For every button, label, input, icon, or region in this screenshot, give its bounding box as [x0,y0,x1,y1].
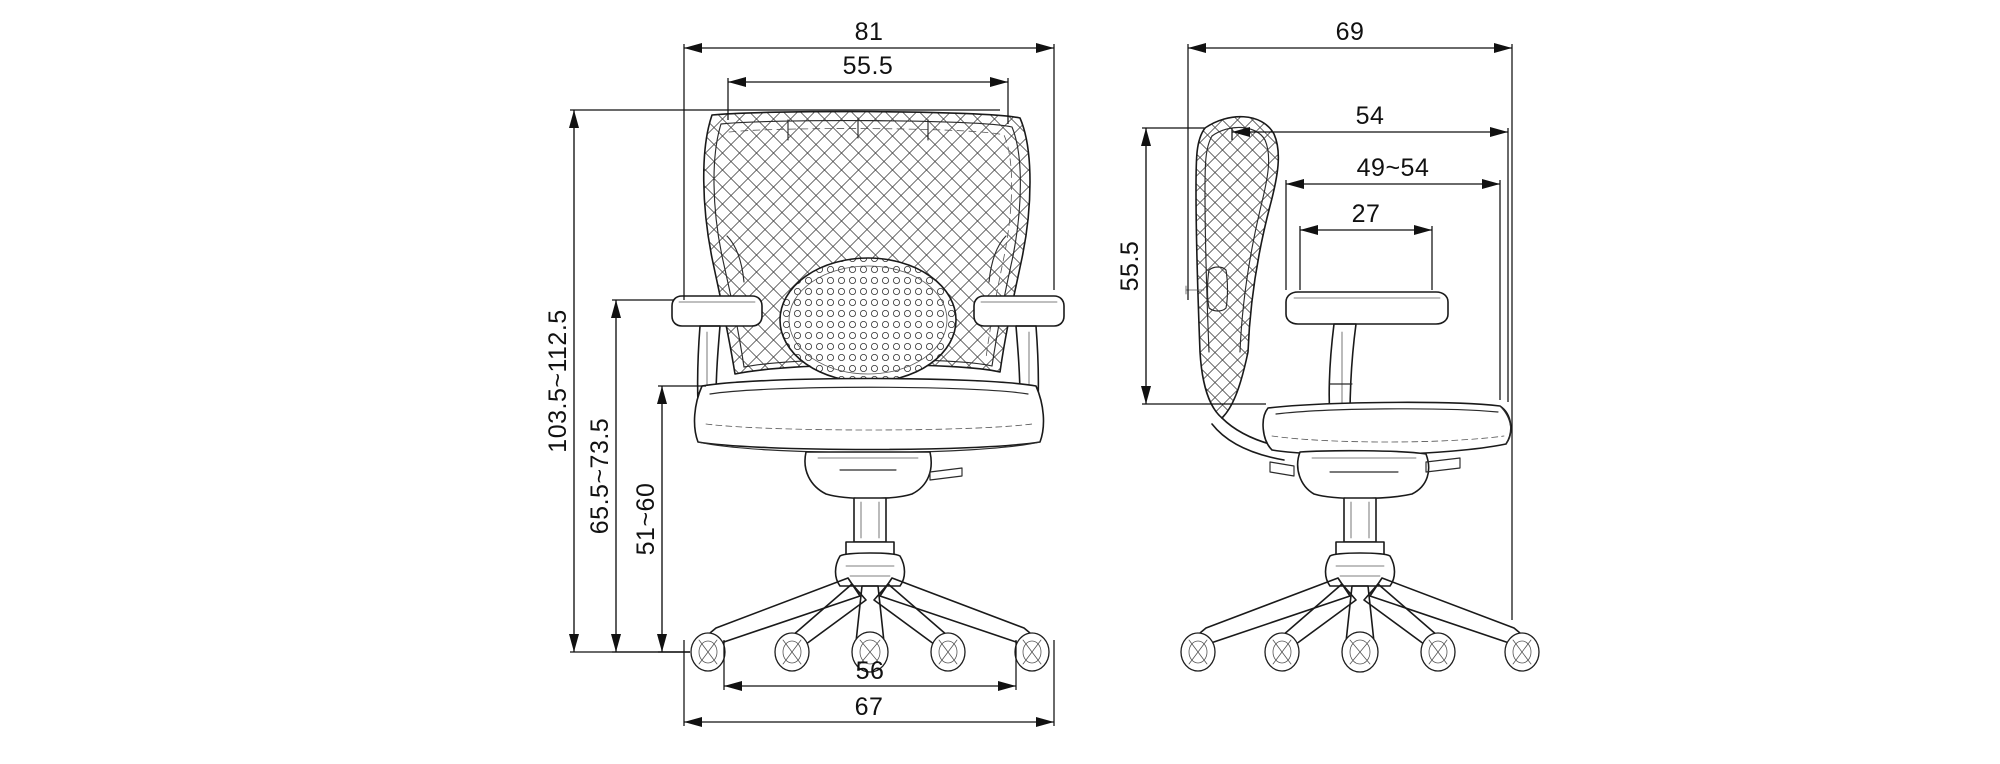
side-seat [1262,401,1512,456]
dimension-front-overall-width: 81 [683,18,1055,300]
dimension-label-backrest-width: 55.5 [843,52,894,80]
front-seat [693,377,1045,454]
side-mechanism-housing [1269,449,1461,500]
dimension-front-base-overall-width: 67 [683,640,1055,727]
side-castors [1180,631,1540,673]
castor [1420,632,1456,672]
castor [1180,632,1216,672]
castor [1504,632,1540,672]
dimension-label-overall-height: 103.5~112.5 [544,309,572,452]
dimension-label-base-overall-width: 67 [855,693,884,721]
dimension-front-base-hub-span: 56 [723,640,1017,691]
backrest-top-ticks [787,117,929,141]
dimension-label-backrest-height: 55.5 [1116,241,1144,292]
side-view [1180,115,1540,673]
side-armrest [1285,291,1449,459]
side-gas-cylinder [1335,497,1385,557]
front-armrest-left [671,295,763,439]
castor [851,631,889,673]
dimension-label-overall-depth: 69 [1336,18,1365,46]
castor [690,632,726,672]
dimension-front-armrest-height: 65.5~73.5 [586,299,690,653]
dimension-side-armrest-pad-length: 27 [1299,200,1433,290]
dimension-label-seat-back-depth: 54 [1356,102,1385,130]
front-lumbar-pad [779,257,957,383]
dimension-side-seat-depth-range: 49~54 [1285,154,1501,400]
front-gas-cylinder [845,497,895,557]
front-castors [690,631,1050,673]
dimension-front-seat-height: 51~60 [632,385,706,653]
dimension-side-backrest-height: 55.5 [1116,127,1266,405]
dimension-side-overall-depth: 69 [1187,18,1513,620]
castor [930,632,966,672]
dimension-label-armrest-height: 65.5~73.5 [586,418,614,534]
dimension-label-overall-width: 81 [855,18,884,46]
dimension-label-seat-height: 51~60 [632,483,660,556]
front-view [671,110,1065,673]
castor [774,632,810,672]
dimension-label-armrest-pad-length: 27 [1352,200,1381,228]
dimension-label-seat-depth-range: 49~54 [1357,154,1430,182]
front-mechanism-housing [804,451,963,500]
dimension-front-backrest-width: 55.5 [727,52,1009,124]
side-backrest [1185,115,1280,419]
dimension-label-base-hub-span: 56 [856,657,885,685]
dimension-side-seat-back-depth: 54 [1231,102,1509,402]
castor [1341,631,1379,673]
castor [1014,632,1050,672]
castor [1264,632,1300,672]
